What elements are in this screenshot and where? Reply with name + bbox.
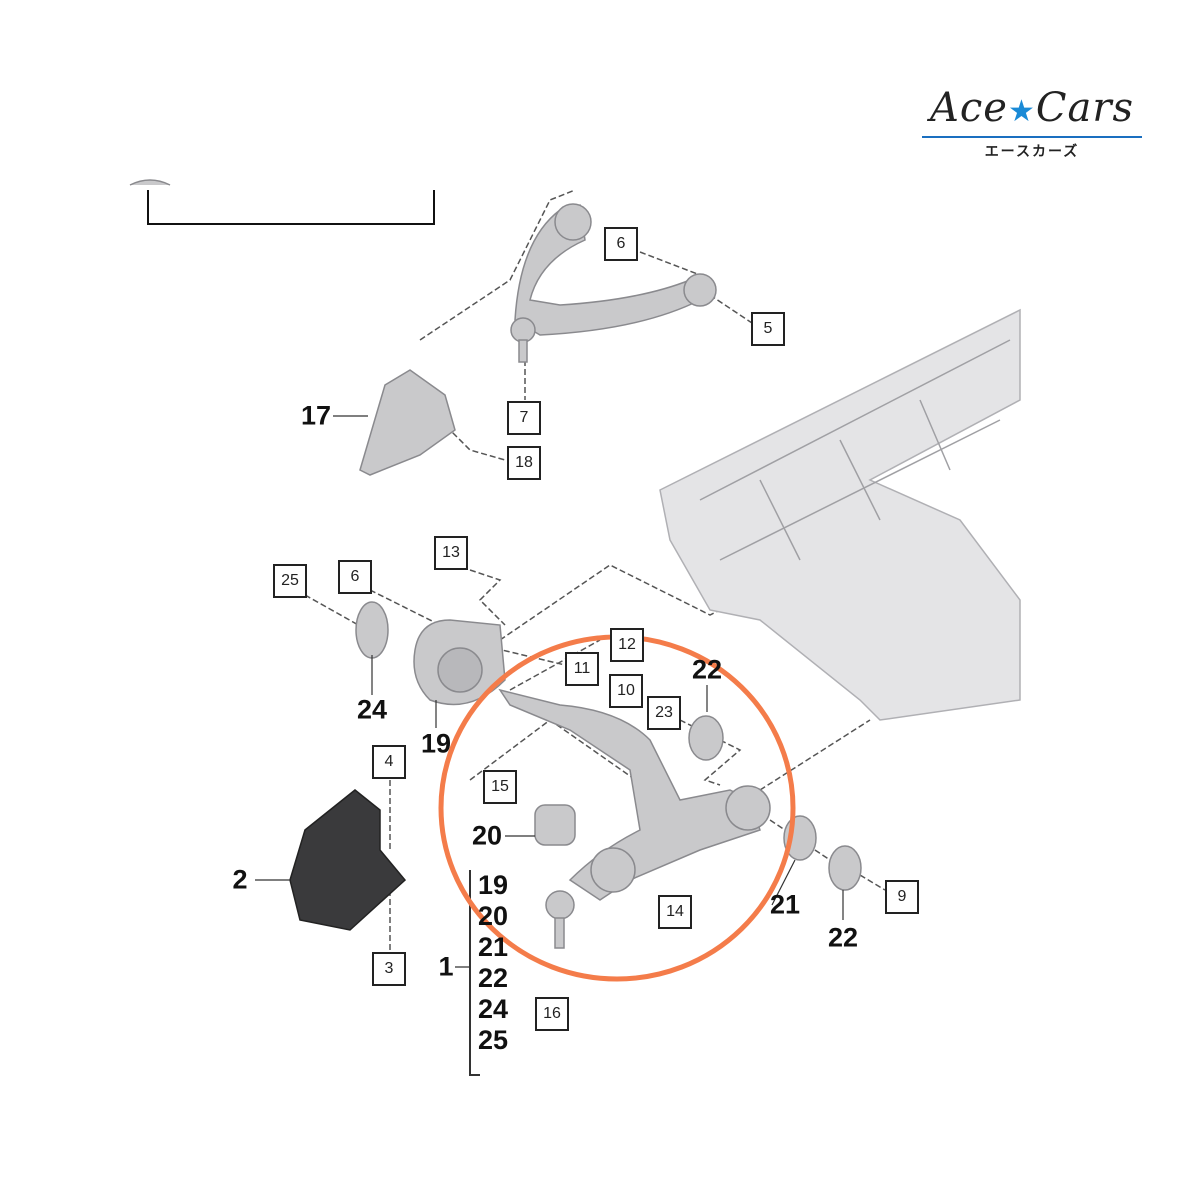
callout-15: 15: [483, 770, 517, 804]
stabilizer-link-part: [359, 369, 456, 476]
ace-cars-logo: Ace★Cars エースカーズ: [922, 86, 1142, 161]
logo-text-right: Cars: [1035, 85, 1134, 131]
callout-25: 25: [273, 564, 307, 598]
kit-item: 22: [478, 963, 509, 993]
callout-17: 17: [300, 400, 332, 431]
kit-item: 21: [478, 932, 509, 962]
callout-11: 11: [565, 652, 599, 686]
callout-10: 10: [609, 674, 643, 708]
callout-19: 19: [420, 728, 452, 759]
callout-24: 24: [356, 694, 388, 725]
callout-2: 2: [232, 864, 248, 895]
callout-14: 14: [658, 895, 692, 929]
bushing-23: [688, 715, 724, 761]
callout-21: 21: [769, 889, 801, 920]
callout-3: 3: [372, 952, 406, 986]
label-leaders: [255, 415, 844, 1076]
callout-13: 13: [434, 536, 468, 570]
kit-item: 19: [478, 870, 509, 900]
callout-16: 16: [535, 997, 569, 1031]
callout-4: 4: [372, 745, 406, 779]
kit-item: 25: [478, 1025, 509, 1055]
kit-contents-list: 19 20 21 22 24 25: [478, 870, 508, 1056]
logo-divider: [922, 136, 1142, 138]
callout-7: 7: [507, 401, 541, 435]
bushing-20: [534, 804, 576, 846]
callout-6-upper: 6: [604, 227, 638, 261]
subframe: [659, 308, 1021, 721]
callout-22-upper: 22: [691, 654, 723, 685]
callout-5: 5: [751, 312, 785, 346]
logo-text-left: Ace: [930, 85, 1008, 131]
callout-23: 23: [647, 696, 681, 730]
callout-22-lower: 22: [827, 922, 859, 953]
bushing-22: [828, 845, 862, 891]
callout-18: 18: [507, 446, 541, 480]
upper-control-arm: [514, 204, 702, 336]
logo-kana: エースカーズ: [984, 143, 1080, 159]
callout-12: 12: [610, 628, 644, 662]
inset-frame: [147, 190, 435, 225]
lower-control-arm: [498, 688, 761, 901]
callout-6-lower: 6: [338, 560, 372, 594]
kit-item: 20: [478, 901, 509, 931]
star-icon: ★: [1007, 94, 1036, 129]
callout-9: 9: [885, 880, 919, 914]
callout-20: 20: [471, 820, 503, 851]
kit-item: 24: [478, 994, 509, 1024]
shield-part: [289, 789, 407, 931]
inset-part: [129, 179, 171, 186]
callout-1: 1: [438, 951, 454, 982]
washer-part: [355, 601, 389, 659]
